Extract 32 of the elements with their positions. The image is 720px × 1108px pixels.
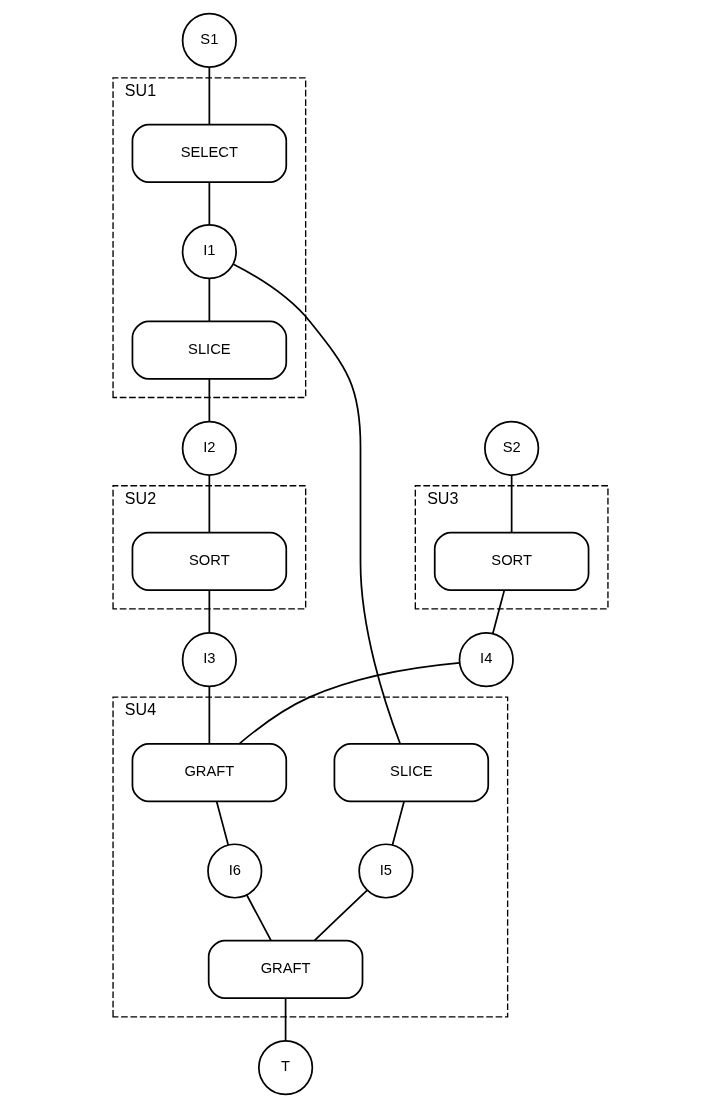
connector xyxy=(510,474,512,534)
connector xyxy=(245,894,272,942)
connector xyxy=(208,66,210,126)
node-circle: I1 xyxy=(181,224,237,280)
connector xyxy=(208,474,210,534)
connector xyxy=(208,378,210,422)
node-box: SELECT xyxy=(131,123,287,184)
node-box: SORT xyxy=(131,531,287,591)
connector xyxy=(208,589,210,634)
connector xyxy=(208,181,210,226)
connector xyxy=(284,997,286,1042)
node-circle: T xyxy=(257,1040,313,1096)
node-circle: S2 xyxy=(483,420,539,476)
node-box: GRAFT xyxy=(207,939,363,999)
connector xyxy=(313,889,368,942)
node-circle: S1 xyxy=(181,12,237,68)
node-box: GRAFT xyxy=(131,743,287,803)
connector xyxy=(208,685,210,745)
connector xyxy=(232,263,401,745)
connector xyxy=(208,277,210,322)
connector xyxy=(237,662,460,745)
connector xyxy=(491,589,505,635)
node-circle: I3 xyxy=(181,632,237,688)
connector xyxy=(215,800,229,846)
node-box: SORT xyxy=(433,531,589,591)
node-circle: I6 xyxy=(206,843,262,899)
node-box: SLICE xyxy=(131,320,287,380)
node-box: SLICE xyxy=(333,743,489,803)
connector xyxy=(391,800,405,846)
node-circle: I5 xyxy=(357,843,414,899)
node-circle: I2 xyxy=(181,420,237,476)
node-circle: I4 xyxy=(458,632,514,688)
